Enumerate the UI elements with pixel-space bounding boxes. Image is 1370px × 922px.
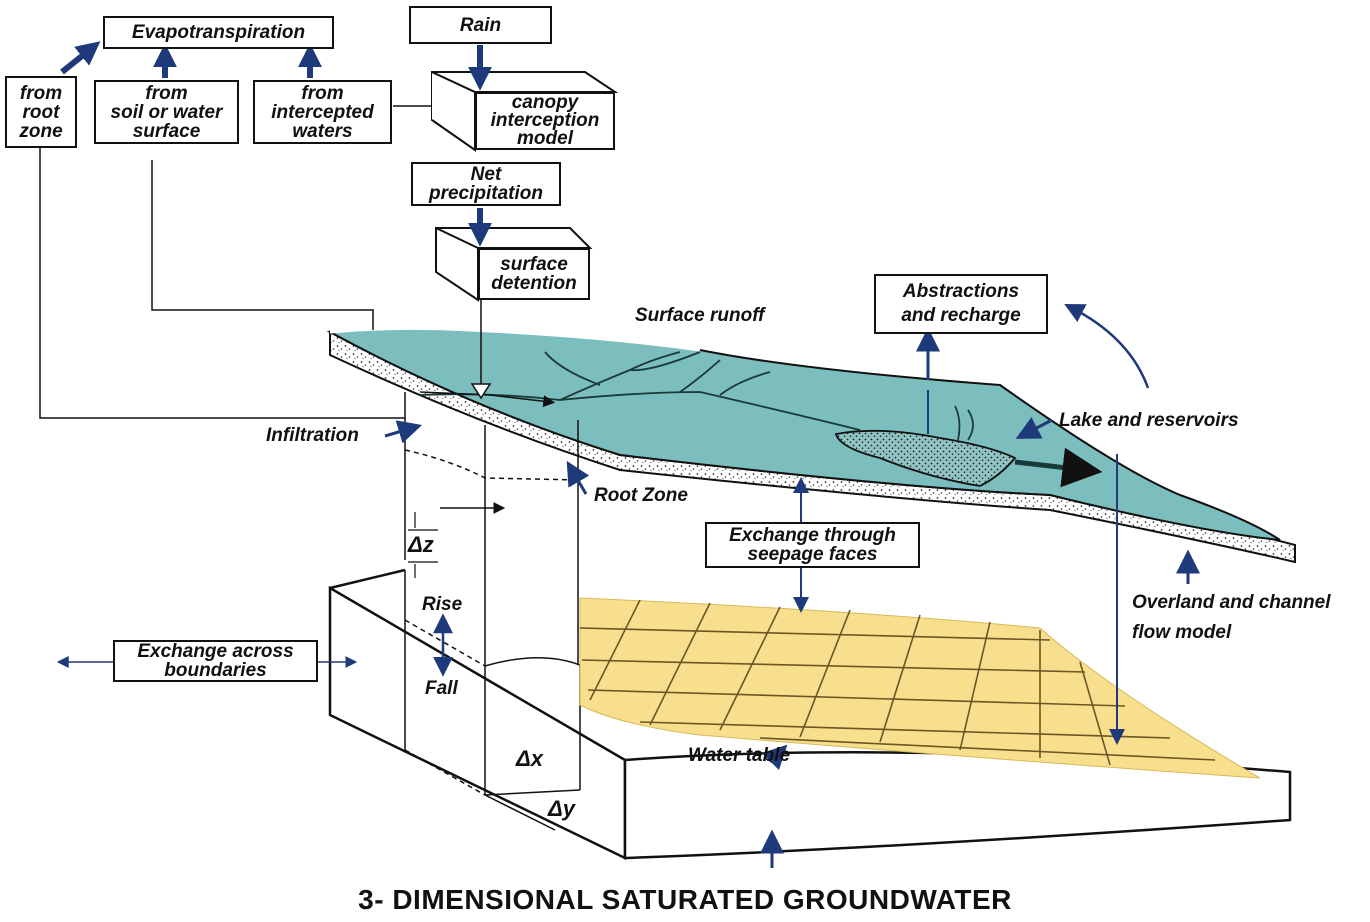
delta-z-label: Δz bbox=[408, 532, 434, 557]
water-table-label: Water table bbox=[688, 745, 791, 766]
diagram-title: 3- DIMENSIONAL SATURATED GROUNDWATER bbox=[358, 884, 1012, 915]
surface-detention-box: surface detention bbox=[478, 248, 590, 300]
fall-label: Fall bbox=[425, 678, 458, 699]
surface-slab bbox=[326, 326, 1296, 564]
delta-x-label: Δx bbox=[516, 746, 544, 771]
from-soil-water-surface-box: from soil or water surface bbox=[94, 80, 239, 144]
delta-y-label: Δy bbox=[548, 796, 576, 821]
rise-label: Rise bbox=[422, 594, 463, 615]
from-root-zone-box: from root zone bbox=[5, 76, 77, 148]
block-right-face bbox=[623, 751, 1292, 860]
overland-and-channel-flow-model-label: Overland and channel flow model bbox=[1132, 592, 1331, 643]
canopy-box-3d bbox=[431, 71, 619, 152]
abstractions-and-recharge-box: Abstractions and recharge bbox=[874, 274, 1048, 334]
lake-and-reservoirs-label: Lake and reservoirs bbox=[1059, 410, 1239, 431]
evapotranspiration-box: Evapotranspiration bbox=[103, 16, 334, 49]
exchange-through-seepage-faces-box: Exchange through seepage faces bbox=[705, 522, 920, 568]
rain-box: Rain bbox=[409, 6, 552, 44]
from-intercepted-waters-box: from intercepted waters bbox=[253, 80, 392, 144]
soil-column bbox=[404, 300, 581, 665]
canopy-interception-model-box: canopy interception model bbox=[475, 92, 615, 150]
water-table-surface bbox=[579, 597, 1261, 779]
surface-runoff-label: Surface runoff bbox=[635, 305, 765, 326]
connector-lines bbox=[39, 105, 432, 419]
exchange-across-boundaries-box: Exchange across boundaries bbox=[113, 640, 318, 682]
block-top-edge bbox=[329, 568, 406, 590]
net-precipitation-box: Net precipitation bbox=[411, 162, 561, 206]
groundwater-block bbox=[328, 425, 1292, 860]
infiltration-label: Infiltration bbox=[266, 425, 359, 446]
root-zone-label: Root Zone bbox=[594, 485, 688, 506]
flow-arrows bbox=[56, 41, 1200, 868]
